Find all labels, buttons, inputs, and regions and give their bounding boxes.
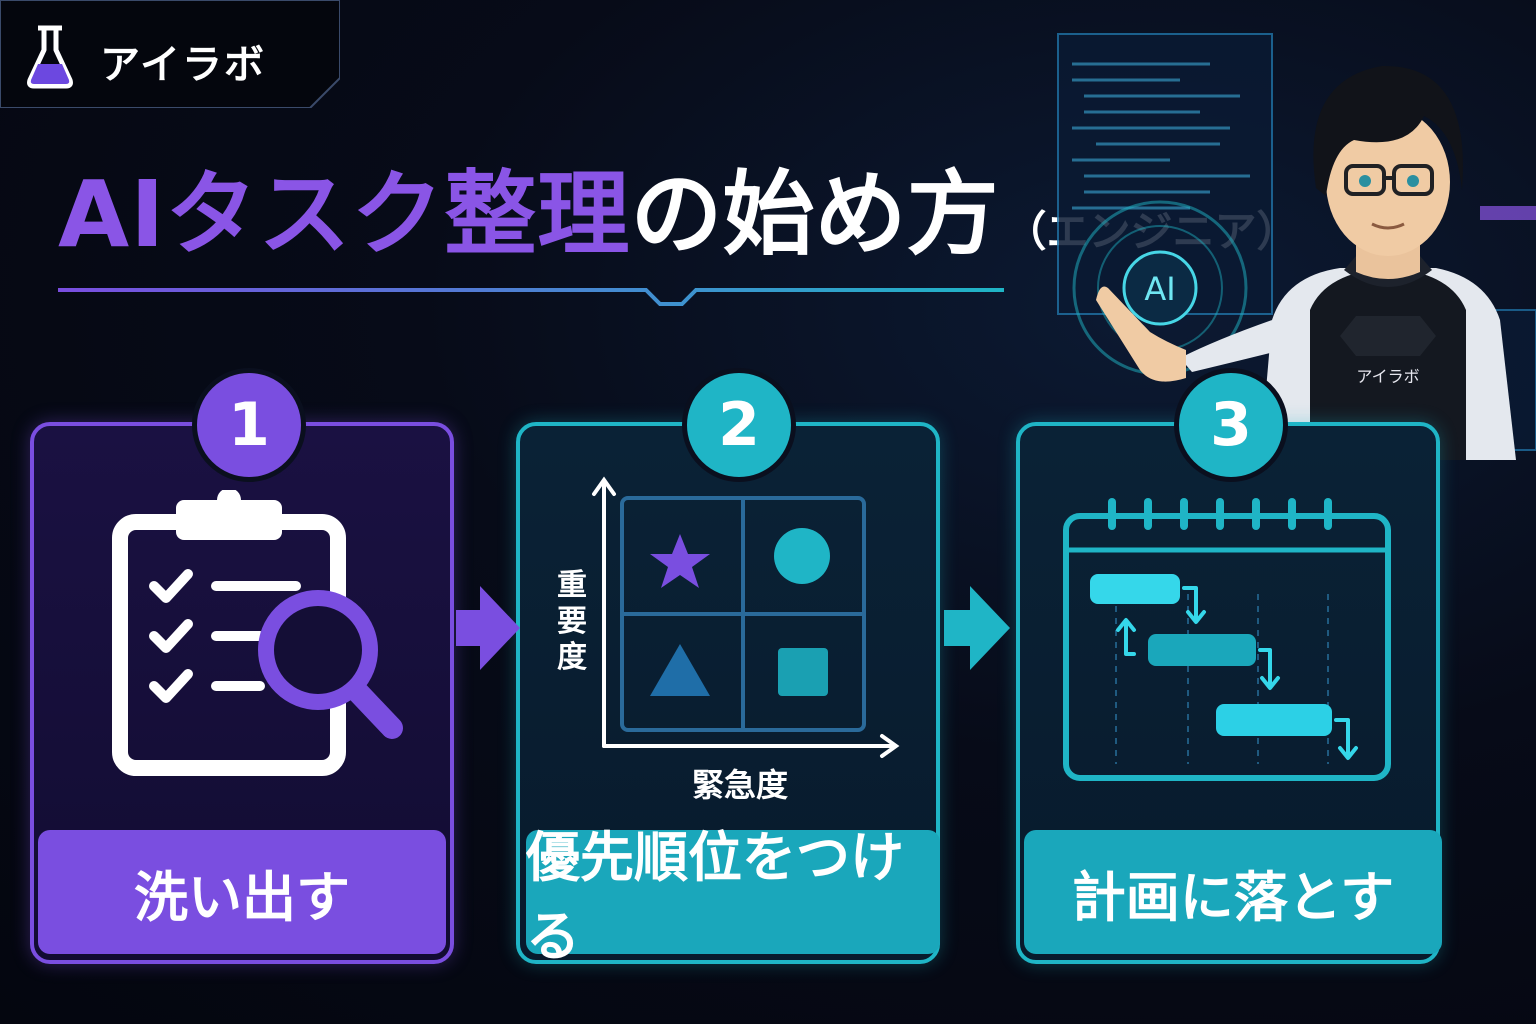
hoodie-text: アイラボ xyxy=(1356,367,1419,386)
square-icon xyxy=(778,648,828,696)
brand-name: アイラボ xyxy=(100,42,266,88)
step-2-badge: 2 xyxy=(682,368,796,482)
step-3-badge: 3 xyxy=(1174,368,1288,482)
priority-matrix-icon xyxy=(592,476,900,758)
step-3-label: 計画に落とす xyxy=(1024,830,1442,954)
engineer-character: アイラボ xyxy=(1096,65,1516,460)
axis-x-label: 緊急度 xyxy=(691,766,788,804)
axis-y-label: 重要度 xyxy=(557,568,587,675)
step-2-label: 優先順位をつける xyxy=(526,826,940,968)
star-icon xyxy=(650,534,710,588)
triangle-icon xyxy=(650,644,710,696)
step-1-badge: 1 xyxy=(192,368,306,482)
checklist-search-icon xyxy=(112,490,403,776)
title-accent: AIタスク整理 xyxy=(58,161,631,268)
flow-arrow-2 xyxy=(944,586,1010,670)
title-underline xyxy=(58,288,1004,306)
circle-icon xyxy=(774,528,830,584)
engineer-scene: AI アイラボ xyxy=(1057,33,1536,460)
brand-tag xyxy=(0,0,340,108)
step-1-label: 洗い出す xyxy=(38,830,446,954)
title-main: の始め方 xyxy=(630,161,999,268)
gantt-calendar-icon xyxy=(1063,498,1391,781)
hologram-ai-text: AI xyxy=(1144,270,1175,308)
flask-icon xyxy=(27,25,73,89)
flow-arrow-1 xyxy=(456,586,520,670)
